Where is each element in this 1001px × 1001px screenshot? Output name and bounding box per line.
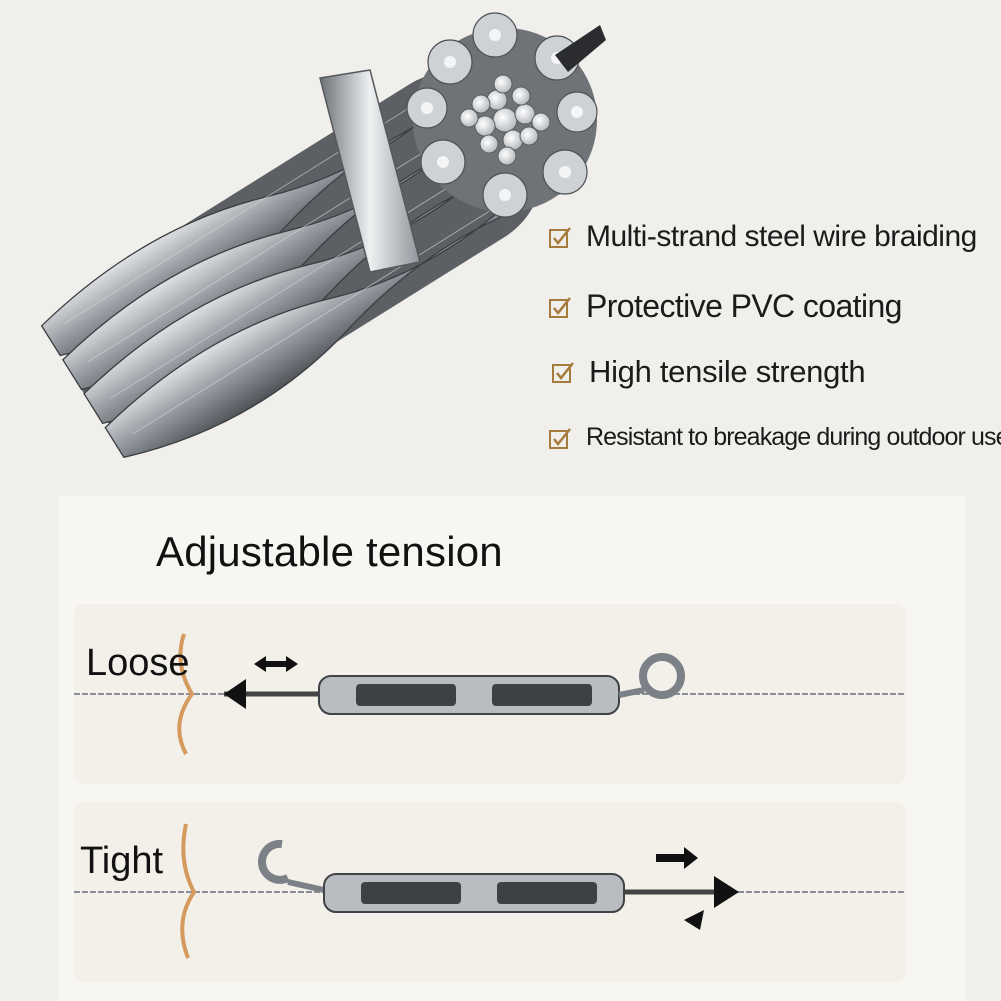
checkbox-check-icon [549,296,571,318]
feature-item: Multi-strand steel wire braiding [548,220,977,254]
section-title: Adjustable tension [156,528,503,575]
feature-item: Protective PVC coating [548,288,902,325]
checkbox-check-icon [549,227,571,248]
feature-item: High tensile strength [551,354,866,390]
tight-panel [74,802,906,982]
turnbuckle-loose-illustration [74,633,906,755]
feature-text: Protective PVC coating [586,288,902,324]
checkbox-check-icon [549,427,571,449]
tight-label: Tight [80,840,164,882]
feature-item: Resistant to breakage during outdoor use [548,423,1001,452]
hero-section: Multi-strand steel wire braiding Protect… [0,0,1001,480]
loose-panel [74,604,906,784]
loose-label: Loose [86,642,190,684]
turnbuckle-tight-illustration [74,823,906,959]
feature-text: Resistant to breakage during outdoor use [586,423,1001,451]
steel-cable-cross-section-illustration [40,12,606,459]
checkbox-check-icon [552,362,574,383]
feature-text: High tensile strength [589,354,866,389]
feature-text: Multi-strand steel wire braiding [586,220,977,253]
